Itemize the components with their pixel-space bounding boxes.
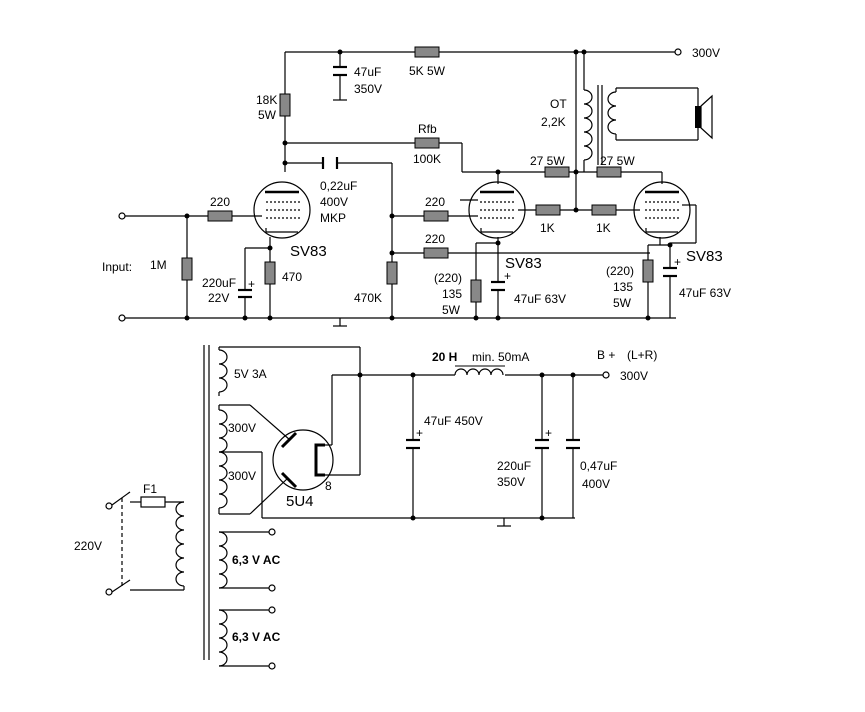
tube-1-label: SV83 <box>290 243 327 260</box>
tube-1 <box>253 181 311 239</box>
polarity-marks: + + + + + <box>248 255 681 440</box>
out-voltage-label: 300V <box>620 369 648 383</box>
rfb-value: 100K <box>413 152 441 166</box>
plate-res-value: 18K <box>256 93 277 107</box>
plate-res-watt: 5W <box>258 108 277 122</box>
cathode-res-3-b: 135 <box>613 280 633 294</box>
ot-impedance: 2,2K <box>541 115 566 129</box>
winding-hv-a-label: 300V <box>228 421 256 435</box>
g2-resistor-1 <box>535 204 561 216</box>
heater-1-label: 6,3 V AC <box>232 553 281 567</box>
grid-stopper-1 <box>207 210 233 222</box>
tube-3-label: SV83 <box>686 248 723 265</box>
cathode-resistor-2 <box>470 279 482 303</box>
tube-2 <box>468 181 526 239</box>
cathode-resistor-3 <box>642 259 654 283</box>
filter-cap-a-voltage: 350V <box>497 475 525 489</box>
grid-res-3-label: 220 <box>425 232 445 246</box>
cathode-resistor-1 <box>264 261 276 285</box>
cathode-res-1-label: 470 <box>282 270 302 284</box>
amp-labels: 300V 47uF 350V 5K 5W 18K 5W Rfb 100K 0,2… <box>102 46 731 317</box>
rectifier-label: 5U4 <box>286 493 314 510</box>
amp-resistors <box>181 46 654 303</box>
psu-capacitors <box>406 438 580 450</box>
filter-cap-value: 47uF <box>354 65 381 79</box>
filter-cap-voltage: 350V <box>354 82 382 96</box>
fuse-label: F1 <box>143 482 157 496</box>
cathode-res-3-c: 5W <box>613 296 632 310</box>
amp-capacitors <box>238 65 677 299</box>
grid-stop-1-label: 220 <box>210 195 230 209</box>
rfb-name: Rfb <box>418 122 437 136</box>
cathode-cap-1-value: 220uF <box>202 276 236 290</box>
grid-leak-label: 470K <box>354 291 382 305</box>
svg-text:+: + <box>504 269 511 283</box>
reservoir-cap-label: 47uF 450V <box>424 414 483 428</box>
grid-res-2-label: 220 <box>425 195 445 209</box>
fuse-icon <box>140 496 166 508</box>
plate-resistor <box>279 93 291 117</box>
screen-res-1-label: 27 5W <box>530 154 565 168</box>
cathode-res-2-c: 5W <box>442 303 461 317</box>
choke-rating-label: min. 50mA <box>472 350 529 364</box>
g2-resistor-2 <box>591 204 617 216</box>
psu-dots <box>357 372 576 521</box>
psu-wiring <box>111 345 603 667</box>
grid-leak-resistor <box>386 261 398 285</box>
screen-res-2-label: 27 5W <box>600 154 635 168</box>
coupling-cap-value: 0,22uF <box>320 179 357 193</box>
filter-cap-a-value: 220uF <box>497 459 531 473</box>
grid-stopper-2 <box>423 210 449 222</box>
mains-label: 220V <box>74 539 102 553</box>
winding-hv-b-label: 300V <box>228 469 256 483</box>
input-resistor <box>181 257 193 281</box>
winding-5v-label: 5V 3A <box>234 367 267 381</box>
svg-text:+: + <box>416 426 423 440</box>
screen-resistor-1 <box>544 166 570 178</box>
cathode-res-2-a: (220) <box>434 271 462 285</box>
pin-8-label: 8 <box>325 479 332 493</box>
input-res-label: 1M <box>150 258 167 272</box>
psu-terminals <box>105 371 610 670</box>
coupling-cap-voltage: 400V <box>320 195 348 209</box>
dropper-label: 5K 5W <box>409 64 446 78</box>
supply-label: 300V <box>692 46 720 60</box>
choke-value-label: 20 H <box>432 350 457 364</box>
grid-stopper-3 <box>423 247 449 259</box>
junction-dots <box>184 49 673 321</box>
svg-text:+: + <box>545 426 552 440</box>
rectifier-tube <box>272 429 334 491</box>
filter-cap-b-value: 0,47uF <box>580 459 617 473</box>
filter-cap-b-voltage: 400V <box>582 477 610 491</box>
rfb-resistor <box>414 137 440 149</box>
screen-resistor-2 <box>596 166 622 178</box>
b-plus-note: (L+R) <box>627 348 657 362</box>
amp-wiring <box>125 51 697 327</box>
input-label: Input: <box>102 260 132 274</box>
ot-label: OT <box>550 97 567 111</box>
speaker-icon <box>695 94 713 140</box>
svg-text:+: + <box>248 277 255 291</box>
output-transformer <box>583 85 699 165</box>
psu-labels: 5V 3A 300V 300V 5U4 8 47uF 450V 20 H min… <box>74 348 657 644</box>
cathode-res-3-a: (220) <box>606 264 634 278</box>
g2-res-2-label: 1K <box>596 221 611 235</box>
heater-2-label: 6,3 V AC <box>232 630 281 644</box>
g2-res-1-label: 1K <box>540 221 555 235</box>
cathode-cap-2-label: 47uF 63V <box>514 292 566 306</box>
cathode-res-2-b: 135 <box>442 287 462 301</box>
coupling-cap-type: MKP <box>320 211 346 225</box>
dropper-resistor <box>414 46 440 58</box>
tube-3 <box>633 181 691 239</box>
cathode-cap-3-label: 47uF 63V <box>679 286 731 300</box>
tube-2-label: SV83 <box>505 255 542 272</box>
b-plus-label: B + <box>597 348 615 362</box>
cathode-cap-1-voltage: 22V <box>208 291 229 305</box>
terminals <box>118 48 682 322</box>
svg-text:+: + <box>674 255 681 269</box>
